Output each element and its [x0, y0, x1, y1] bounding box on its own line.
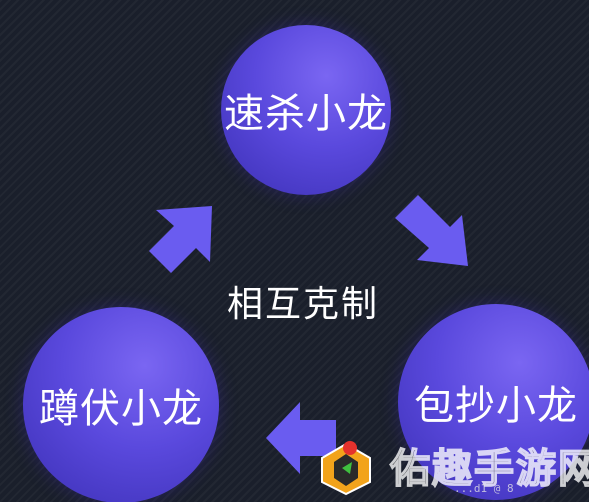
node-speed-kill-label: 速杀小龙 — [224, 91, 388, 137]
node-ambush-label: 蹲伏小龙 — [39, 386, 203, 432]
watermark-text: 佑趣手游网 — [389, 444, 589, 493]
watermark-logo-icon — [321, 441, 371, 496]
center-label: 相互克制 — [226, 284, 379, 325]
arrow-right-to-left — [266, 402, 336, 474]
arrow-top-to-right — [395, 195, 468, 266]
node-ambush: 蹲伏小龙 — [23, 307, 219, 502]
arrow-left-to-top — [149, 206, 212, 273]
watermark: 佑趣手游网 ...d1 @ 8 — [312, 432, 589, 498]
node-speed-kill: 速杀小龙 — [221, 25, 391, 195]
node-flank-label: 包抄小龙 — [414, 383, 578, 429]
node-flank: 包抄小龙 — [398, 304, 589, 500]
watermark-small-text: ...d1 @ 8 — [454, 482, 514, 495]
